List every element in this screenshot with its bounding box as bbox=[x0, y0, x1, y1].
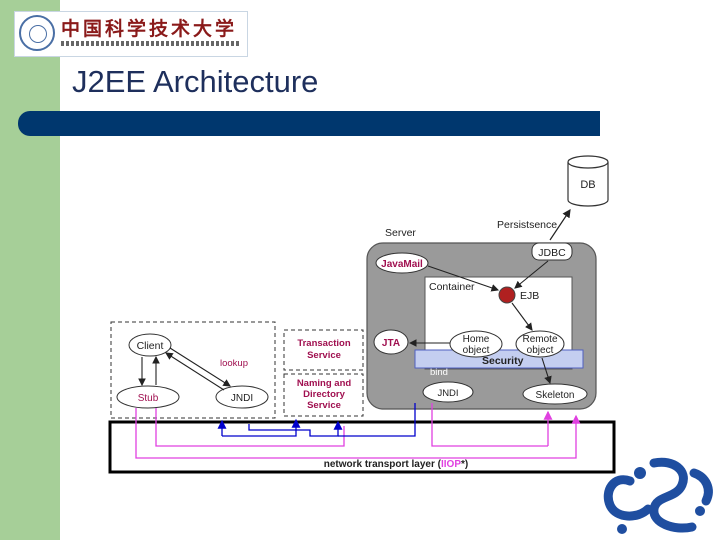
network-suffix: *) bbox=[461, 459, 468, 470]
security-label: Security bbox=[482, 355, 524, 367]
title-underline-bar bbox=[18, 111, 600, 136]
server-jndi-blue-link bbox=[338, 403, 416, 437]
home-object-node bbox=[449, 330, 503, 358]
database-cylinder: DB bbox=[567, 155, 609, 207]
slide-title: J2EE Architecture bbox=[72, 64, 319, 99]
logo-english-name-strip bbox=[61, 41, 239, 46]
university-seal-icon bbox=[19, 15, 55, 51]
client-jndi-naming-link bbox=[222, 418, 301, 437]
db-label: DB bbox=[580, 179, 595, 191]
transaction-line2: Service bbox=[307, 350, 341, 361]
lookup-label: lookup bbox=[220, 358, 248, 369]
network-layer-label: network transport layer (IIOP*) bbox=[324, 459, 469, 470]
container-label: Container bbox=[429, 281, 475, 293]
remote-object-node bbox=[515, 330, 565, 358]
naming-line1: Naming and bbox=[297, 378, 352, 389]
naming-server-link bbox=[248, 420, 343, 437]
client-node bbox=[128, 333, 172, 357]
persistence-arrow bbox=[549, 209, 571, 241]
bind-label: bind bbox=[430, 367, 448, 378]
jdbc-ejb-arrow bbox=[514, 260, 549, 289]
jta-label: JTA bbox=[382, 338, 400, 349]
home-object-line2: object bbox=[463, 345, 490, 356]
lookup-arrow-back bbox=[165, 352, 225, 391]
ejb-label: EJB bbox=[520, 290, 539, 302]
remote-skeleton-arrow bbox=[541, 357, 552, 385]
ejb-icon bbox=[498, 286, 516, 304]
university-logo: 中国科学技术大学 bbox=[14, 11, 248, 57]
javamail-node bbox=[375, 252, 429, 274]
stub-label: Stub bbox=[138, 393, 159, 404]
persistence-label: Persistsence bbox=[497, 219, 557, 231]
client-jndi-node bbox=[215, 385, 269, 409]
client-label: Client bbox=[137, 340, 164, 352]
javamail-ejb-arrow bbox=[427, 265, 500, 292]
jta-node bbox=[373, 329, 409, 355]
skeleton-label: Skeleton bbox=[536, 390, 575, 401]
remote-object-line1: Remote bbox=[522, 334, 557, 345]
lookup-arrow-out bbox=[169, 347, 231, 387]
server-jndi-label: JNDI bbox=[437, 388, 458, 399]
skeleton-node bbox=[522, 383, 588, 405]
server-jndi-node bbox=[422, 381, 474, 403]
remote-object-line2: object bbox=[527, 345, 554, 356]
server-jndi-iiop-link bbox=[431, 403, 548, 447]
home-object-line1: Home bbox=[463, 334, 490, 345]
logo-chinese-name: 中国科学技术大学 bbox=[61, 18, 238, 40]
client-jndi-label: JNDI bbox=[231, 393, 253, 404]
network-layer-box bbox=[108, 420, 616, 474]
javamail-label: JavaMail bbox=[381, 259, 423, 270]
stub-node bbox=[116, 385, 180, 409]
naming-line3: Service bbox=[307, 400, 341, 411]
ejb-remote-arrow bbox=[511, 302, 533, 331]
dragon-emblem-icon bbox=[603, 457, 713, 534]
jdbc-box bbox=[531, 242, 573, 261]
transaction-service-box bbox=[283, 329, 364, 371]
network-iiop: IIOP bbox=[441, 459, 461, 470]
naming-line2: Directory bbox=[303, 389, 345, 400]
naming-service-box bbox=[283, 373, 364, 417]
server-label: Server bbox=[385, 227, 416, 239]
client-area bbox=[110, 321, 276, 419]
jndi-links bbox=[217, 403, 416, 437]
j2ee-architecture-diagram: DB Persistsence Server Container Securit… bbox=[108, 155, 616, 474]
left-sidebar-band bbox=[0, 0, 60, 540]
network-prefix: network transport layer ( bbox=[324, 459, 442, 470]
transaction-line1: Transaction bbox=[297, 338, 351, 349]
stub-iiop-link bbox=[135, 408, 581, 459]
jdbc-label: JDBC bbox=[538, 247, 566, 259]
